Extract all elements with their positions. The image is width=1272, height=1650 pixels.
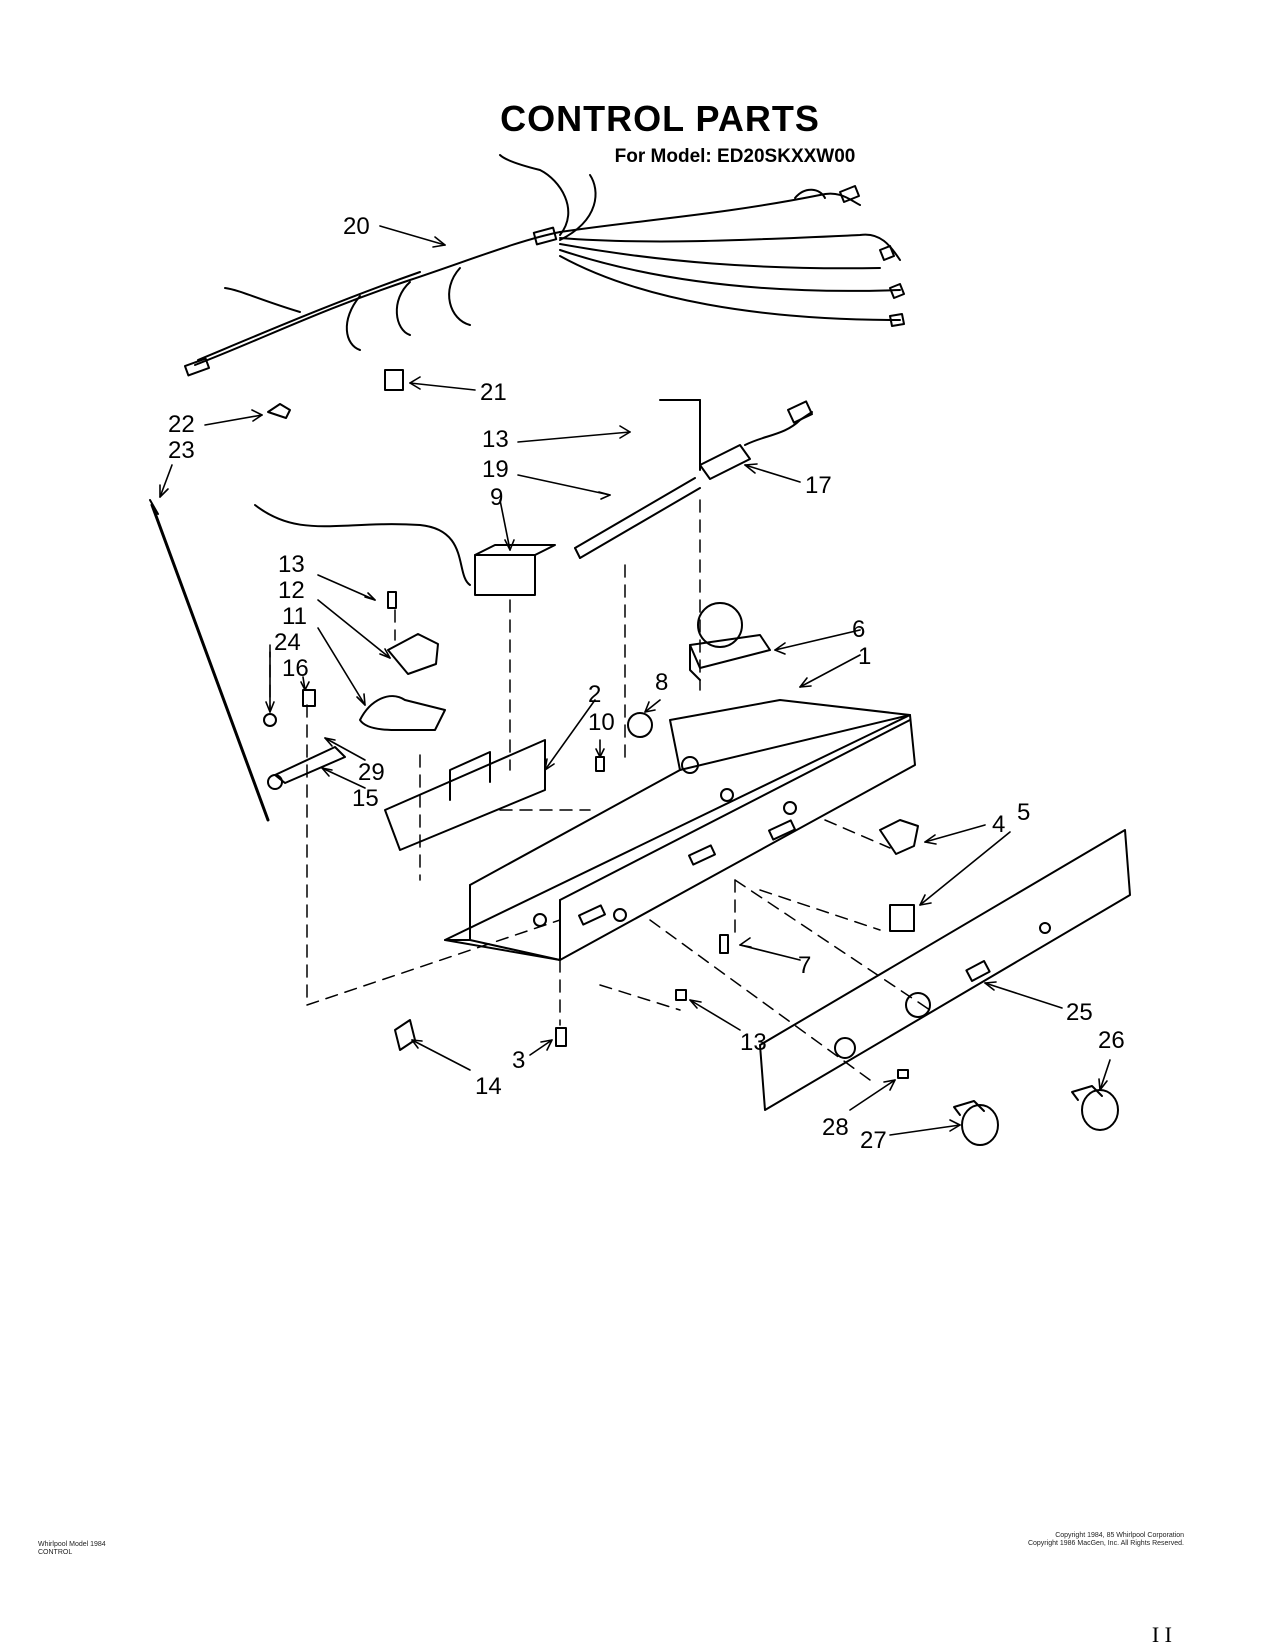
callout-5: 5 xyxy=(1017,799,1030,826)
callout-9: 9 xyxy=(490,484,503,511)
knob-27-part xyxy=(953,1100,999,1146)
footer-left-line1: Whirlpool Model 1984 xyxy=(38,1541,106,1548)
callout-23: 23 xyxy=(168,437,195,464)
callout-2: 2 xyxy=(588,681,601,708)
lever-part xyxy=(274,746,346,784)
switch-4-part xyxy=(879,819,919,855)
clip-part xyxy=(384,369,404,391)
wiring-harness-part xyxy=(183,154,905,377)
callout-22: 22 xyxy=(168,411,195,438)
screw-3 xyxy=(555,1027,567,1047)
grommet-part xyxy=(627,712,653,738)
bracket-2-part xyxy=(384,739,546,851)
callout-26: 26 xyxy=(1098,1027,1125,1054)
callout-10: 10 xyxy=(588,709,615,736)
page-marker: I I xyxy=(1151,1622,1172,1647)
footer-copyright: Copyright 1984, 85 Whirlpool Corporation… xyxy=(1028,1532,1184,1548)
callout-19: 19 xyxy=(482,456,509,483)
knob-26-part xyxy=(1071,1085,1119,1131)
callout-11: 11 xyxy=(282,603,307,630)
callout-1: 1 xyxy=(858,643,871,670)
screw-part xyxy=(387,591,397,609)
screw-7 xyxy=(719,934,729,954)
callout-14: 14 xyxy=(475,1073,502,1100)
footer-right-line2: Copyright 1986 MacGen, Inc. All Rights R… xyxy=(1027,1540,1184,1547)
callout-16: 16 xyxy=(282,655,309,682)
control-housing-part xyxy=(444,699,916,961)
callout-6: 6 xyxy=(852,616,865,643)
control-panel-part xyxy=(759,829,1131,1111)
footer-left-line2: CONTROL xyxy=(38,1549,73,1556)
screw-10 xyxy=(595,756,605,772)
callout-13-top: 13 xyxy=(482,426,509,453)
clip-14 xyxy=(394,1019,416,1051)
diagram-title: CONTROL PARTS xyxy=(500,98,820,139)
callout-20: 20 xyxy=(343,213,370,240)
callout-27: 27 xyxy=(860,1127,887,1154)
bracket-part xyxy=(387,633,439,675)
callout-13-lower: 13 xyxy=(740,1029,767,1056)
callout-8: 8 xyxy=(655,669,668,696)
footer-left: Whirlpool Model 1984 CONTROL xyxy=(38,1541,106,1557)
model-subtitle: For Model: ED20SKXXW00 xyxy=(614,146,856,167)
callout-7: 7 xyxy=(798,952,811,979)
callout-3: 3 xyxy=(512,1047,525,1074)
callout-12: 12 xyxy=(278,577,305,604)
clip-small-part xyxy=(267,403,291,419)
screw-16 xyxy=(302,689,316,707)
shaft-part xyxy=(359,695,446,731)
callout-24: 24 xyxy=(274,629,301,656)
callout-13-left: 13 xyxy=(278,551,305,578)
screw-13-lower xyxy=(675,989,687,1001)
switch-5-part xyxy=(889,904,915,932)
callout-25: 25 xyxy=(1066,999,1093,1026)
callout-28: 28 xyxy=(822,1114,849,1141)
callout-4: 4 xyxy=(992,811,1005,838)
rod-part xyxy=(150,503,270,822)
clip-28 xyxy=(897,1069,909,1079)
callout-21: 21 xyxy=(480,379,507,406)
footer-right-line1: Copyright 1984, 85 Whirlpool Corporation xyxy=(1055,1532,1184,1539)
callout-15: 15 xyxy=(352,785,379,812)
heater-part xyxy=(699,444,751,480)
callout-29: 29 xyxy=(358,759,385,786)
callout-17: 17 xyxy=(805,472,832,499)
switch-part xyxy=(474,554,536,596)
thermostat-part xyxy=(689,602,771,681)
